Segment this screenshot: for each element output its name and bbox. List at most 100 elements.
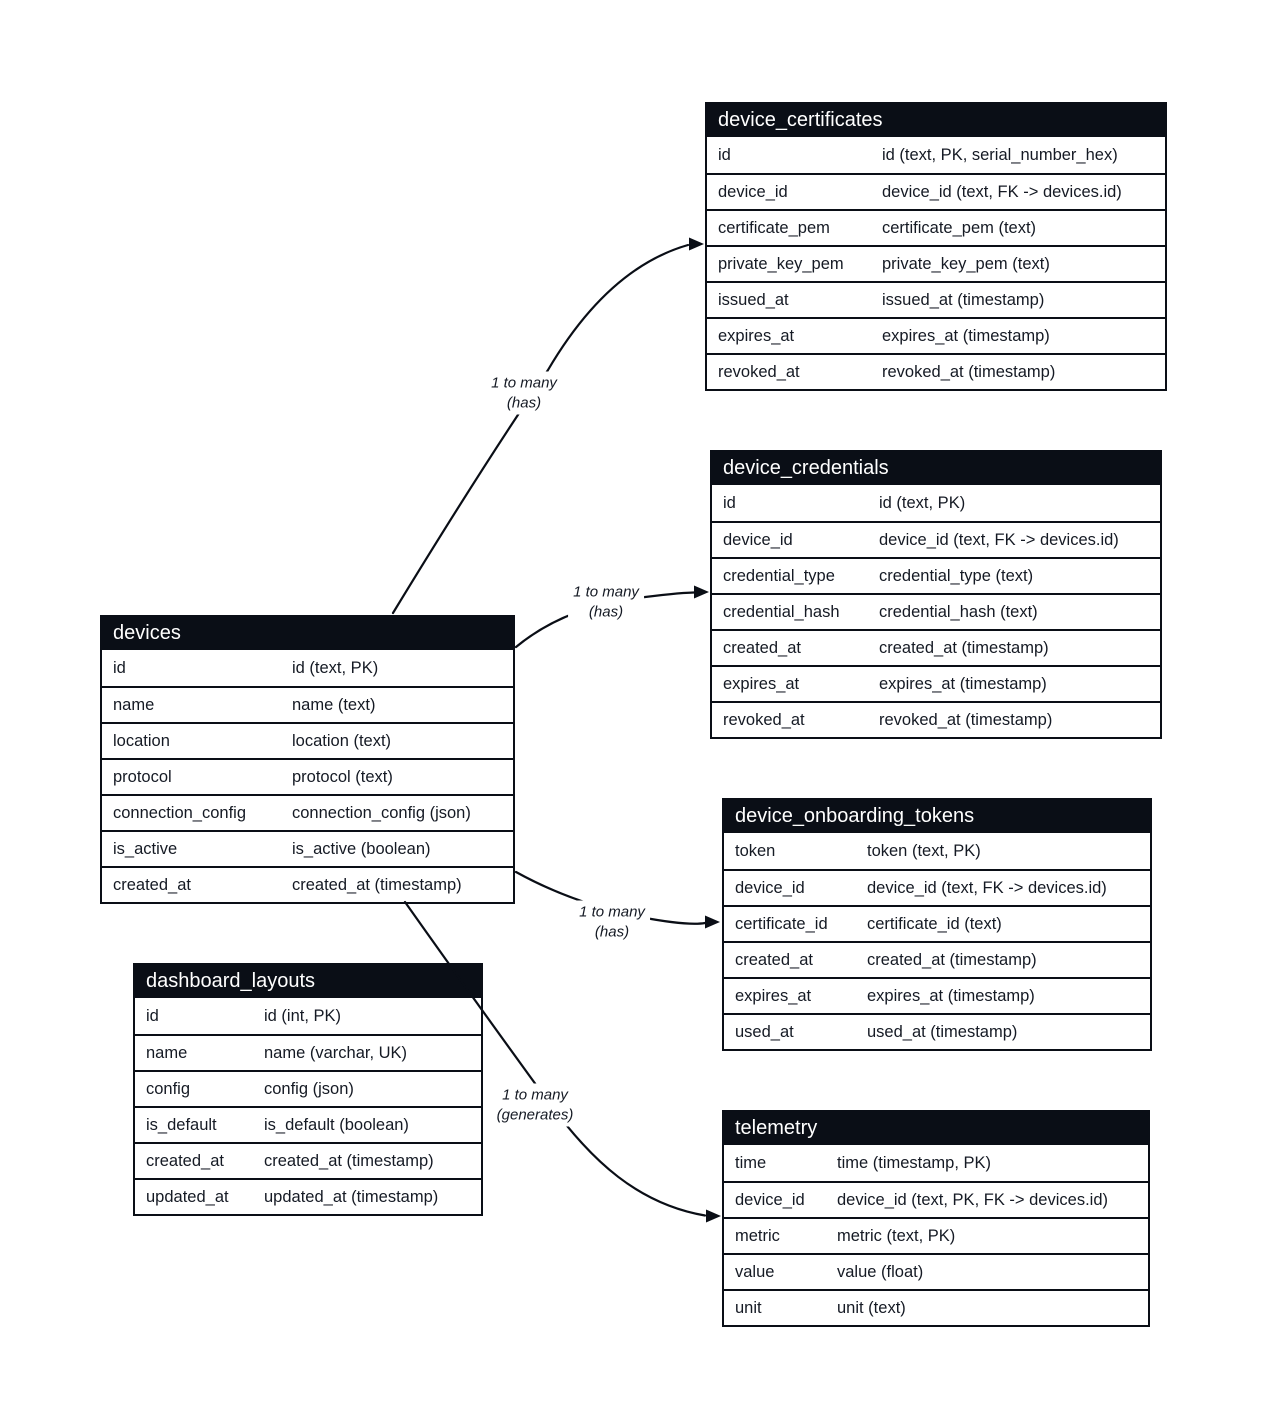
field-name: config <box>146 1079 191 1098</box>
field-type: id (text, PK, serial_number_hex) <box>882 145 1118 164</box>
arrowhead-icon <box>706 1209 721 1223</box>
field-name: issued_at <box>718 290 789 309</box>
relationship-verb: (has) <box>506 394 542 411</box>
table-title: dashboard_layouts <box>135 965 481 998</box>
relationship-label: 1 to many (has) <box>568 580 644 624</box>
field-type: created_at (timestamp) <box>867 950 1037 969</box>
field-name: used_at <box>735 1022 794 1041</box>
field-name: id <box>113 658 126 677</box>
field-type: certificate_id (text) <box>867 914 1002 933</box>
field-type: created_at (timestamp) <box>879 638 1049 657</box>
field-name: name <box>113 695 155 714</box>
field-name: created_at <box>723 638 801 657</box>
relationship-cardinality: 1 to many <box>502 1086 568 1104</box>
field-name: id <box>723 493 736 512</box>
field-name: revoked_at <box>718 362 800 381</box>
table-row: created_at created_at (timestamp) <box>135 1142 481 1178</box>
field-name: time <box>735 1153 767 1172</box>
field-type: used_at (timestamp) <box>867 1022 1018 1041</box>
field-type: revoked_at (timestamp) <box>879 710 1053 729</box>
table-row: revoked_at revoked_at (timestamp) <box>707 353 1165 389</box>
arrowhead-icon <box>689 237 704 251</box>
field-type: device_id (text, FK -> devices.id) <box>879 530 1119 549</box>
field-name: value <box>735 1262 775 1281</box>
table-title: telemetry <box>724 1112 1148 1145</box>
relationship-verb: (has) <box>594 923 630 940</box>
field-name: expires_at <box>723 674 800 693</box>
table-row: created_at created_at (timestamp) <box>724 941 1150 977</box>
table-row: created_at created_at (timestamp) <box>712 629 1160 665</box>
relationship-verb: (generates) <box>496 1106 574 1123</box>
relationship-cardinality: 1 to many <box>491 374 557 392</box>
field-name: created_at <box>735 950 813 969</box>
field-type: device_id (text, FK -> devices.id) <box>882 182 1122 201</box>
field-type: expires_at (timestamp) <box>879 674 1047 693</box>
field-type: config (json) <box>264 1079 354 1098</box>
table-row: is_active is_active (boolean) <box>102 830 513 866</box>
field-name: name <box>146 1043 188 1062</box>
field-name: credential_type <box>723 566 835 585</box>
arrowhead-icon <box>705 915 720 929</box>
field-type: updated_at (timestamp) <box>264 1187 439 1206</box>
table-row: device_id device_id (text, FK -> devices.… <box>712 521 1160 557</box>
table-title: devices <box>102 617 513 650</box>
field-type: expires_at (timestamp) <box>867 986 1035 1005</box>
field-type: expires_at (timestamp) <box>882 326 1050 345</box>
field-type: device_id (text, FK -> devices.id) <box>867 878 1107 897</box>
field-type: value (float) <box>837 1262 924 1281</box>
table-row: metric metric (text, PK) <box>724 1217 1148 1253</box>
table-row: unit unit (text) <box>724 1289 1148 1325</box>
entity-table-devices: devices id id (text, PK) name name (text) lo… <box>100 615 515 904</box>
relationship-label: 1 to many (has) <box>574 900 650 944</box>
field-name: protocol <box>113 767 172 786</box>
field-name: device_id <box>723 530 793 549</box>
field-name: device_id <box>735 1190 805 1209</box>
field-type: revoked_at (timestamp) <box>882 362 1056 381</box>
table-row: config config (json) <box>135 1070 481 1106</box>
field-type: id (int, PK) <box>264 1006 342 1025</box>
field-type: is_active (boolean) <box>292 839 431 858</box>
field-type: id (text, PK) <box>292 658 379 677</box>
field-name: unit <box>735 1298 762 1317</box>
table-row: updated_at updated_at (timestamp) <box>135 1178 481 1214</box>
field-type: location (text) <box>292 731 392 750</box>
field-type: created_at (timestamp) <box>264 1151 434 1170</box>
table-row: name name (varchar, UK) <box>135 1034 481 1070</box>
field-name: created_at <box>146 1151 224 1170</box>
table-row: issued_at issued_at (timestamp) <box>707 281 1165 317</box>
field-type: certificate_pem (text) <box>882 218 1037 237</box>
field-type: name (text) <box>292 695 376 714</box>
field-name: expires_at <box>735 986 812 1005</box>
relationship-line-device-certificates <box>391 243 690 615</box>
field-name: is_active <box>113 839 178 858</box>
relationship-cardinality: 1 to many <box>573 583 639 601</box>
field-type: unit (text) <box>837 1298 906 1317</box>
field-type: metric (text, PK) <box>837 1226 956 1245</box>
field-type: name (varchar, UK) <box>264 1043 408 1062</box>
field-name: is_default <box>146 1115 217 1134</box>
field-name: metric <box>735 1226 780 1245</box>
field-type: device_id (text, PK, FK -> devices.id) <box>837 1190 1108 1209</box>
field-type: issued_at (timestamp) <box>882 290 1045 309</box>
field-name: revoked_at <box>723 710 805 729</box>
table-row: used_at used_at (timestamp) <box>724 1013 1150 1049</box>
field-name: updated_at <box>146 1187 229 1206</box>
